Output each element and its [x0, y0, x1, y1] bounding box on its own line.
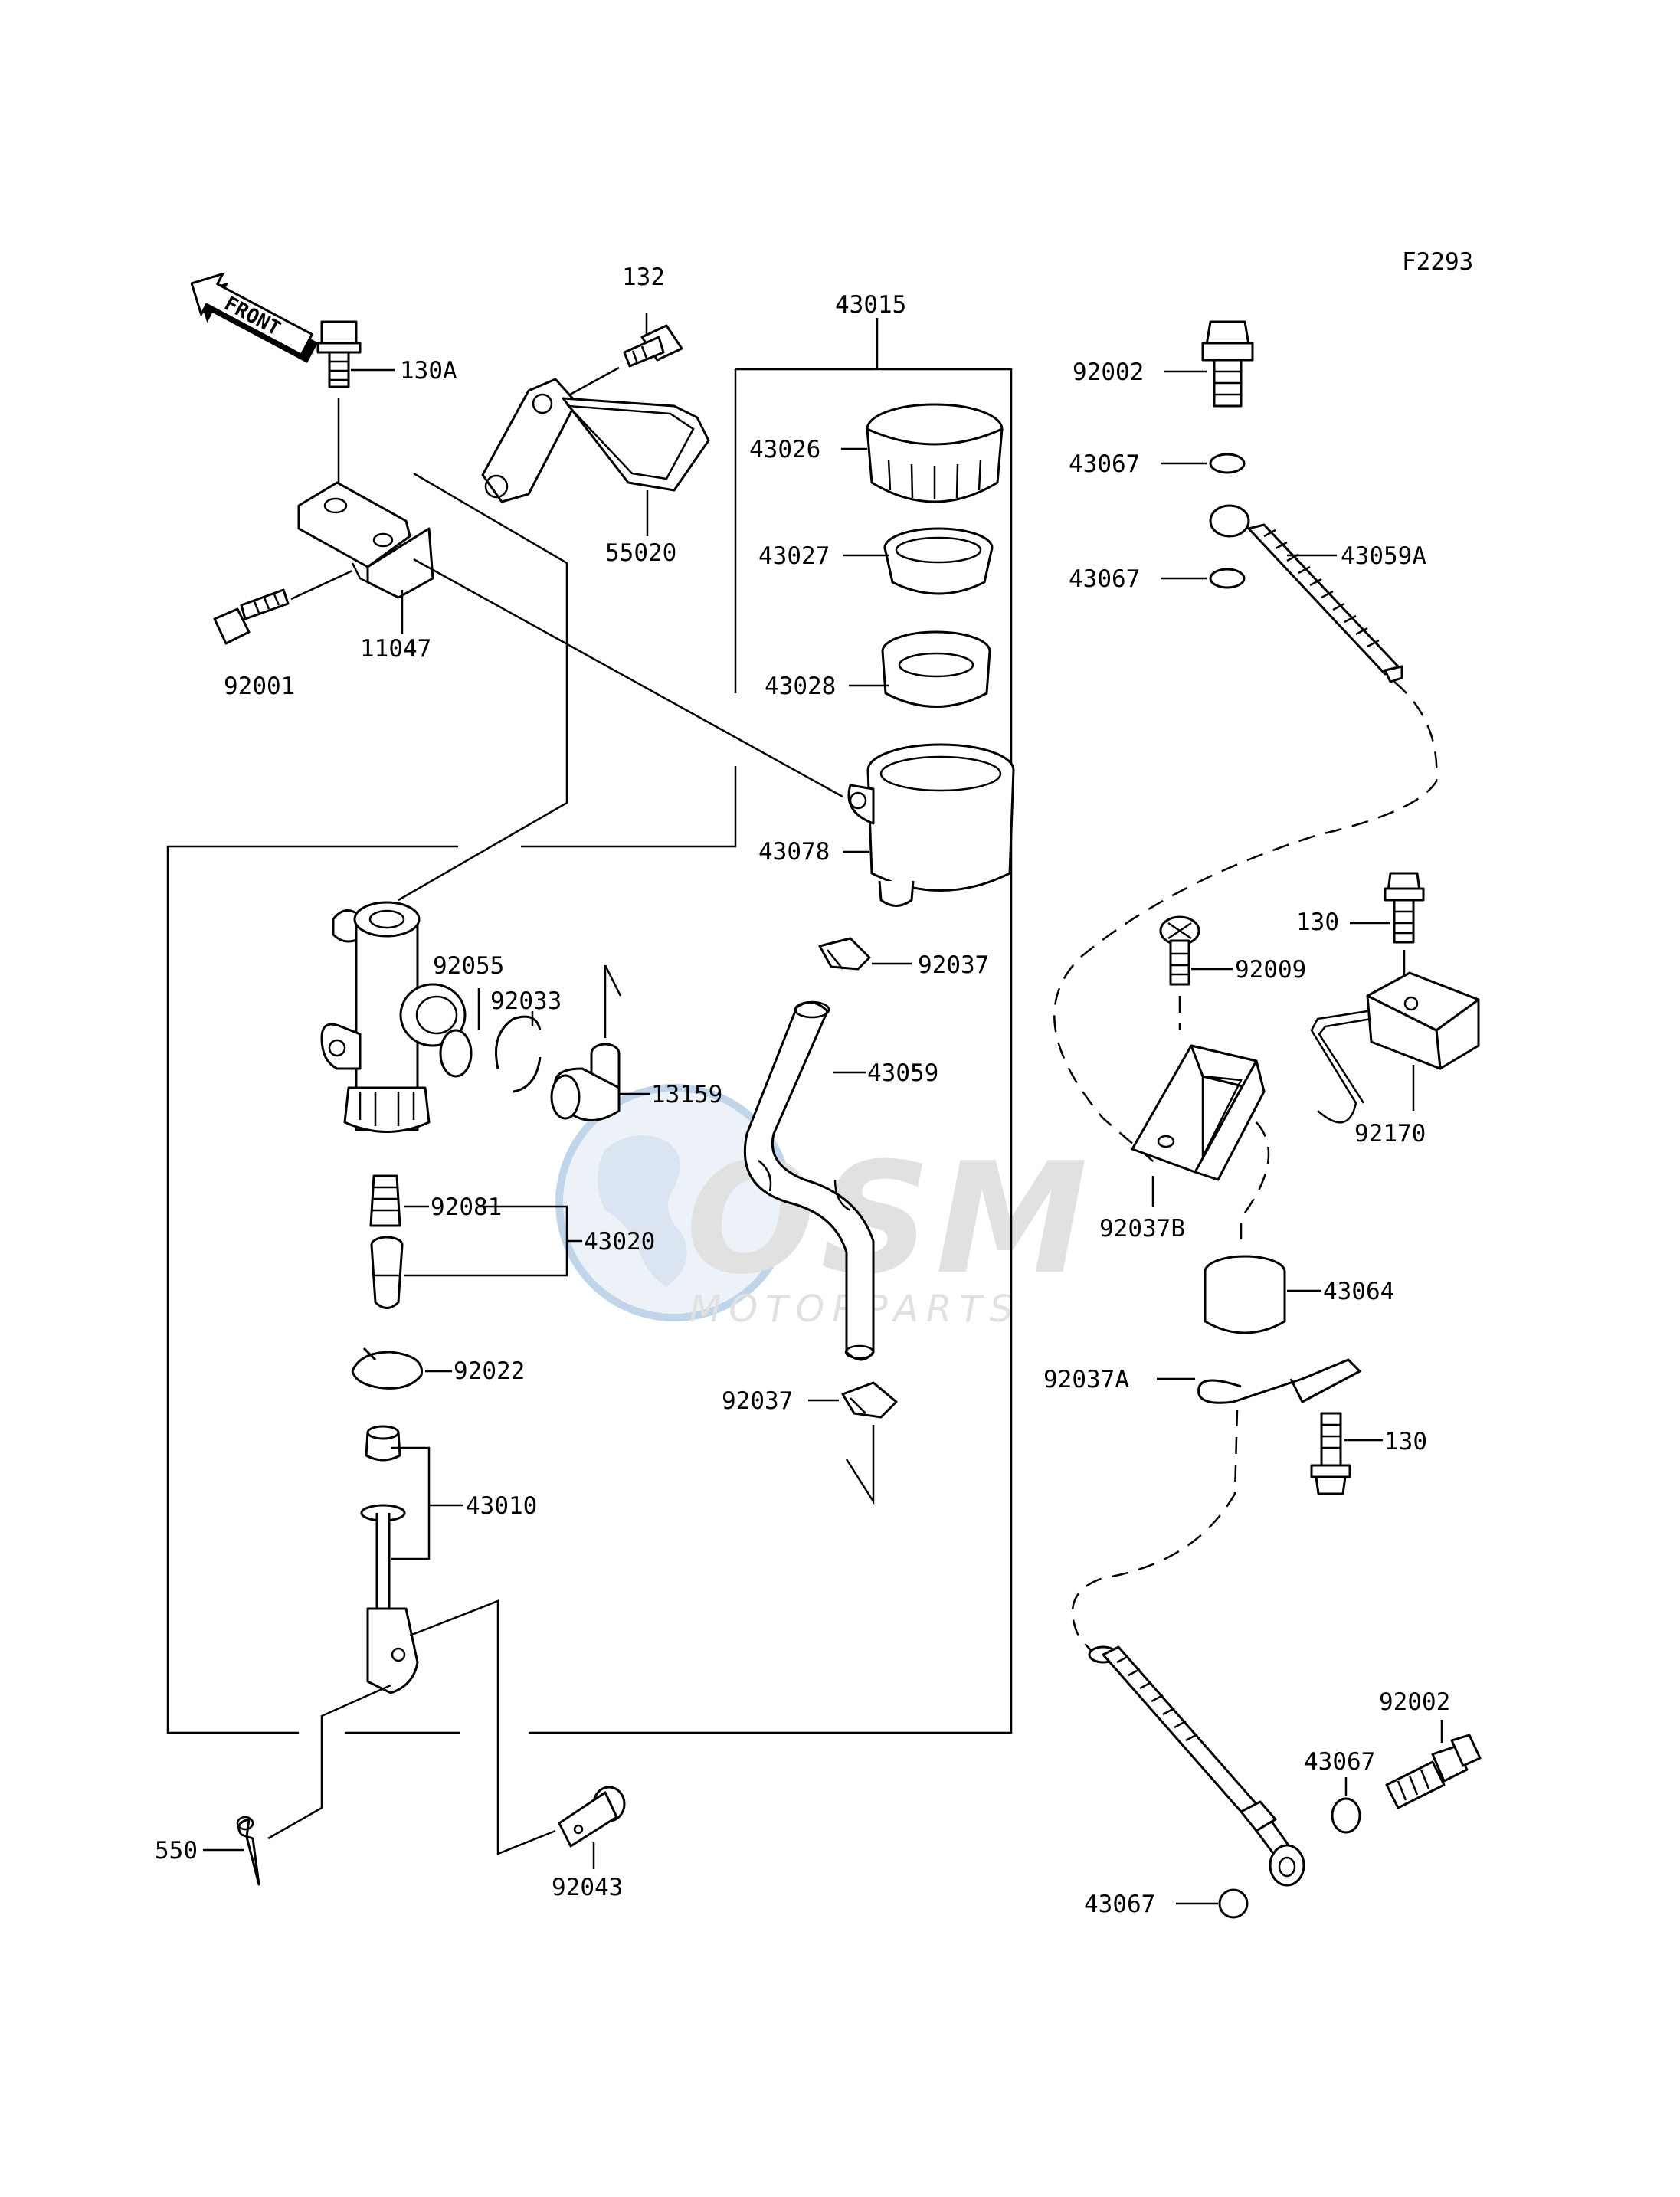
figure-code: F2293 — [1402, 248, 1473, 276]
label-43026[interactable]: 43026 — [749, 436, 820, 463]
bolt-92001-leader — [290, 569, 353, 601]
label-43064[interactable]: 43064 — [1323, 1278, 1394, 1305]
piston-kit-bracket-43020 — [404, 1205, 582, 1277]
clamp-92037-bottom[interactable] — [841, 1381, 898, 1419]
washer-43067-a[interactable] — [1209, 453, 1246, 474]
clamp-92037a[interactable] — [1197, 1358, 1361, 1404]
label-92170[interactable]: 92170 — [1354, 1120, 1426, 1148]
label-92033[interactable]: 92033 — [490, 987, 562, 1015]
label-92009[interactable]: 92009 — [1235, 956, 1306, 984]
label-92002-bottom[interactable]: 92002 — [1379, 1688, 1450, 1716]
label-43059[interactable]: 43059 — [867, 1059, 938, 1087]
label-92037b[interactable]: 92037B — [1099, 1215, 1185, 1243]
front-arrow-icon: FRONT — [190, 273, 319, 363]
label-92001[interactable]: 92001 — [224, 673, 295, 700]
push-rod-stopper-92081[interactable] — [369, 1174, 401, 1227]
clevis-pin-92043-line — [409, 1599, 556, 1855]
label-92055[interactable]: 92055 — [433, 952, 504, 980]
part-labels: 132 43015 130A 92002 43026 43067 43027 4… — [155, 264, 1450, 1918]
label-43067-c[interactable]: 43067 — [1304, 1748, 1375, 1776]
screw-92009[interactable] — [1159, 915, 1200, 986]
cotter-pin-550-line — [267, 1684, 391, 1840]
label-92043[interactable]: 92043 — [552, 1874, 623, 1901]
label-43067-b[interactable]: 43067 — [1069, 565, 1140, 593]
bolt-132-axis — [562, 366, 620, 400]
label-11047[interactable]: 11047 — [360, 635, 431, 663]
master-cylinder-body[interactable] — [320, 901, 467, 1133]
hose-guide-92037b[interactable] — [1131, 1044, 1266, 1181]
label-92022[interactable]: 92022 — [454, 1357, 525, 1385]
bolt-130-top[interactable] — [1384, 872, 1425, 944]
bracket-92170[interactable] — [1310, 971, 1480, 1124]
circlip-92033[interactable] — [495, 1015, 542, 1093]
reservoir-hose-43059[interactable] — [743, 1000, 875, 1361]
push-rod-kit-bracket-43010 — [391, 1446, 463, 1560]
hose-joint-13159[interactable] — [550, 1043, 621, 1121]
piston-43020[interactable] — [370, 1236, 404, 1309]
washer-43067-b[interactable] — [1209, 568, 1246, 589]
bolt-130-bottom[interactable] — [1310, 1412, 1351, 1495]
clamp-92037-top[interactable] — [818, 937, 871, 971]
pedal-arm-55020[interactable] — [481, 378, 710, 503]
bracket-11047[interactable] — [297, 481, 434, 599]
o-ring-92055[interactable] — [439, 1029, 473, 1078]
label-130-top[interactable]: 130 — [1296, 909, 1339, 936]
reservoir-group-bracket — [166, 368, 1013, 1734]
label-43027[interactable]: 43027 — [758, 542, 830, 570]
reservoir-43078[interactable] — [847, 743, 1015, 907]
globe-continent-shape — [598, 1135, 687, 1287]
clamp-92037-bottom-axis — [845, 1425, 875, 1505]
label-92037-bottom[interactable]: 92037 — [722, 1387, 793, 1415]
label-55020[interactable]: 55020 — [605, 539, 676, 567]
washer-43067-d[interactable] — [1218, 1888, 1249, 1919]
bolt-132[interactable] — [623, 324, 683, 368]
label-130a[interactable]: 130A — [400, 357, 457, 385]
bracket-to-reservoir-line — [413, 558, 843, 798]
label-92037a[interactable]: 92037A — [1043, 1366, 1129, 1393]
label-550[interactable]: 550 — [155, 1837, 198, 1865]
circlip-92022[interactable] — [351, 1347, 423, 1390]
label-43067-a[interactable]: 43067 — [1069, 450, 1140, 478]
label-130-bottom[interactable]: 130 — [1384, 1428, 1427, 1455]
label-132[interactable]: 132 — [622, 264, 665, 291]
grommet-43064[interactable] — [1204, 1255, 1286, 1334]
bolt-92001[interactable] — [213, 588, 290, 645]
label-92002-top[interactable]: 92002 — [1073, 359, 1144, 386]
label-92081[interactable]: 92081 — [431, 1193, 502, 1221]
push-rod-43010[interactable] — [360, 1425, 419, 1694]
diaphragm-plate-43027[interactable] — [883, 527, 994, 595]
label-92037-top[interactable]: 92037 — [918, 951, 989, 979]
bolt-130a[interactable] — [316, 320, 362, 388]
brake-hose-upper-43059a[interactable] — [1209, 504, 1403, 683]
joint-13159-axis — [604, 964, 622, 1038]
label-43028[interactable]: 43028 — [765, 673, 836, 700]
banjo-bolt-92002-top[interactable] — [1201, 320, 1254, 408]
guide-to-grommet-route — [1240, 1121, 1270, 1249]
reservoir-cap-43026[interactable] — [866, 403, 1004, 503]
label-43078[interactable]: 43078 — [758, 838, 830, 866]
pedal-link-bracket — [398, 472, 568, 902]
banjo-bolt-92002-bottom[interactable] — [1385, 1734, 1482, 1809]
diaphragm-43028[interactable] — [881, 630, 991, 708]
label-43010[interactable]: 43010 — [466, 1492, 537, 1520]
label-43015[interactable]: 43015 — [835, 291, 906, 319]
label-43059a[interactable]: 43059A — [1341, 542, 1426, 570]
cotter-pin-550[interactable] — [236, 1816, 260, 1886]
label-43067-d[interactable]: 43067 — [1084, 1891, 1155, 1918]
washer-43067-c[interactable] — [1331, 1797, 1361, 1834]
hose-upper-route — [1053, 681, 1438, 1165]
hose-lower-route — [1071, 1409, 1239, 1655]
brake-hose-lower[interactable] — [1088, 1645, 1305, 1887]
label-13159[interactable]: 13159 — [651, 1081, 722, 1108]
label-43020[interactable]: 43020 — [584, 1228, 655, 1256]
clevis-pin-92043[interactable] — [558, 1786, 626, 1848]
